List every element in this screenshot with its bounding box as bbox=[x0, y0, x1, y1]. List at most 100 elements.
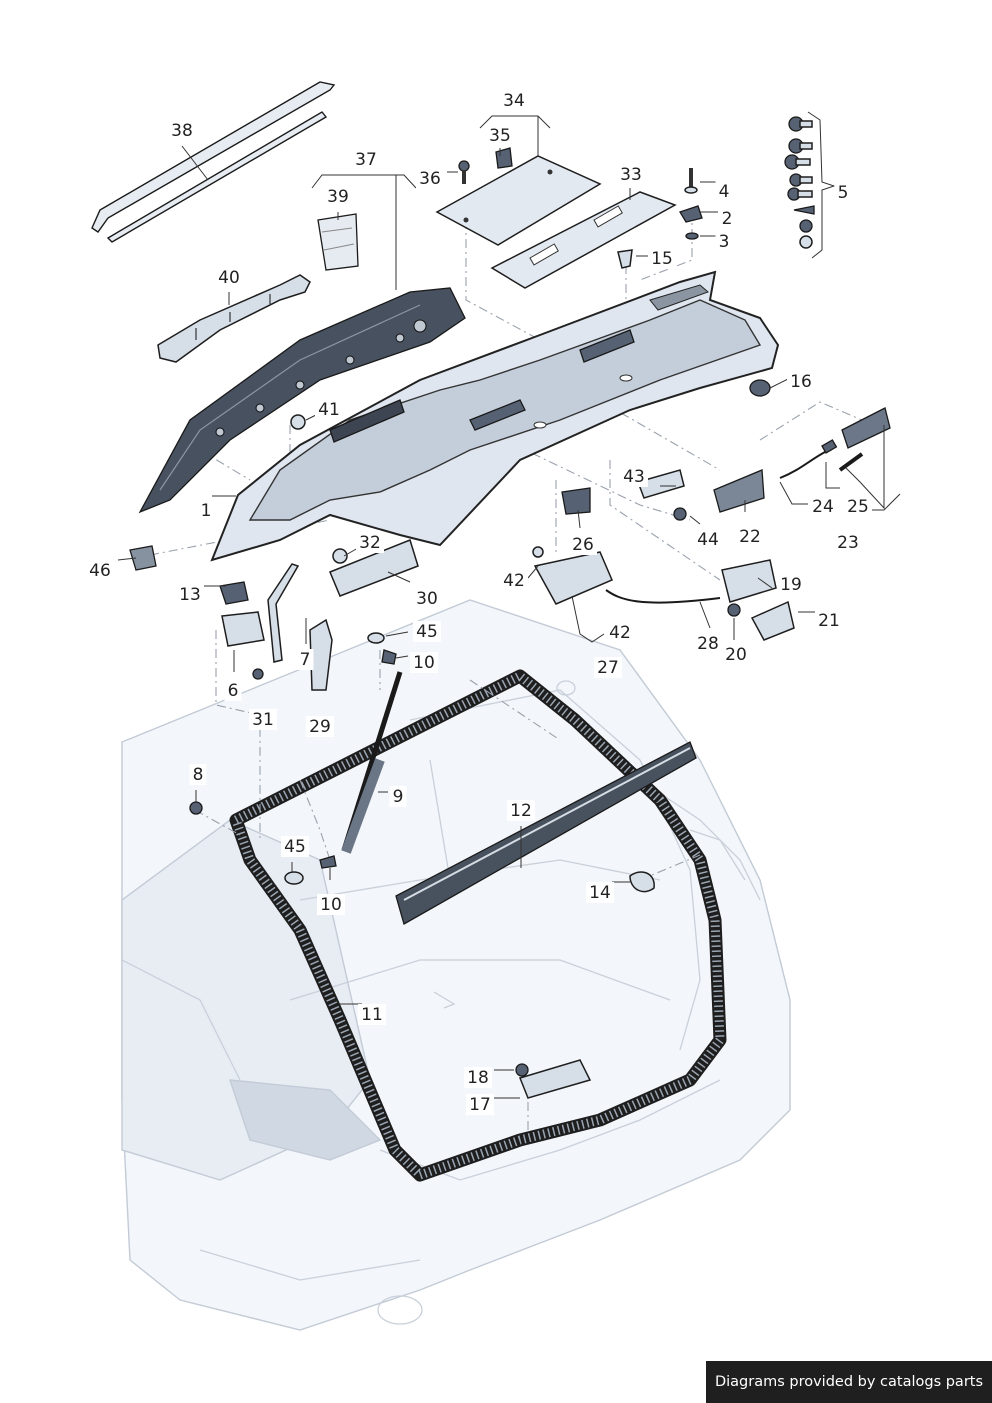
label-bg-p42a bbox=[500, 570, 528, 591]
part-label-p27: 27 bbox=[597, 658, 619, 678]
label-bg-p4 bbox=[715, 181, 733, 202]
strap-strut-strip bbox=[267, 563, 697, 1099]
label-bg-p12 bbox=[507, 800, 535, 821]
part-label-p46: 46 bbox=[89, 561, 111, 581]
label-bg-p28 bbox=[694, 633, 722, 654]
label-bg-p10b bbox=[317, 894, 345, 915]
part-label-p3: 3 bbox=[719, 232, 730, 252]
label-bg-p44 bbox=[694, 529, 722, 550]
part-label-p31: 31 bbox=[252, 710, 274, 730]
part-label-p14: 14 bbox=[589, 883, 611, 903]
label-bg-p30 bbox=[413, 588, 441, 609]
part-label-p1: 1 bbox=[201, 501, 212, 521]
label-bg-p43 bbox=[620, 466, 648, 487]
label-bg-p40 bbox=[215, 267, 243, 288]
label-bg-p15 bbox=[648, 248, 676, 269]
part-label-p38: 38 bbox=[171, 121, 193, 141]
part-label-p11: 11 bbox=[361, 1005, 383, 1025]
part-label-p39: 39 bbox=[327, 187, 349, 207]
label-bg-p38 bbox=[168, 120, 196, 141]
label-bg-p16 bbox=[787, 371, 815, 392]
part-label-p30: 30 bbox=[416, 589, 438, 609]
label-bg-p7 bbox=[296, 649, 314, 670]
trim-strips bbox=[91, 81, 336, 243]
label-bg-p24 bbox=[809, 496, 837, 517]
part-label-p33: 33 bbox=[620, 165, 642, 185]
label-bg-p17 bbox=[466, 1094, 494, 1115]
label-bg-p36 bbox=[416, 168, 444, 189]
part-label-p18: 18 bbox=[467, 1068, 489, 1088]
label-bg-p13 bbox=[176, 584, 204, 605]
label-bg-p3 bbox=[715, 231, 733, 252]
label-bg-p26 bbox=[569, 534, 597, 555]
label-bg-p21 bbox=[815, 610, 843, 631]
cover-panels bbox=[435, 155, 677, 289]
leader-lines bbox=[117, 111, 901, 1099]
part-label-p12: 12 bbox=[510, 801, 532, 821]
label-bg-p6 bbox=[224, 680, 242, 701]
label-bg-p20 bbox=[722, 644, 750, 665]
part-label-p28: 28 bbox=[697, 634, 719, 654]
label-bg-p32 bbox=[356, 532, 384, 553]
part-label-p42b: 42 bbox=[609, 623, 631, 643]
part-label-p32: 32 bbox=[359, 533, 381, 553]
label-bg-p45b bbox=[281, 836, 309, 857]
part-label-p19: 19 bbox=[780, 575, 802, 595]
part-label-p24: 24 bbox=[812, 497, 834, 517]
label-bg-p1 bbox=[197, 500, 215, 521]
label-bg-p34 bbox=[500, 90, 528, 111]
part-label-p9: 9 bbox=[393, 787, 404, 807]
part-label-p7: 7 bbox=[300, 650, 311, 670]
part-label-p2: 2 bbox=[722, 209, 733, 229]
part-label-p35: 35 bbox=[489, 126, 511, 146]
label-bg-p41 bbox=[315, 399, 343, 420]
label-bg-p2 bbox=[718, 208, 736, 229]
tailgate-inner-trim bbox=[138, 287, 466, 514]
parts-bag bbox=[317, 213, 359, 271]
label-bg-p14 bbox=[586, 882, 614, 903]
part-label-p45b: 45 bbox=[284, 837, 306, 857]
part-label-p41: 41 bbox=[318, 400, 340, 420]
label-bg-p10a bbox=[410, 652, 438, 673]
part-label-p16: 16 bbox=[790, 372, 812, 392]
label-bg-p37 bbox=[352, 149, 380, 170]
small-hardware bbox=[189, 147, 771, 885]
part-label-p13: 13 bbox=[179, 585, 201, 605]
tailgate-seal bbox=[229, 669, 727, 1182]
part-label-p40: 40 bbox=[218, 268, 240, 288]
screw-set bbox=[784, 116, 815, 249]
label-bg-p23 bbox=[834, 532, 862, 553]
part-label-p45a: 45 bbox=[416, 622, 438, 642]
part-label-p44: 44 bbox=[697, 530, 719, 550]
label-bg-p31 bbox=[249, 709, 277, 730]
tailgate-panel bbox=[210, 270, 780, 562]
part-label-p29: 29 bbox=[309, 717, 331, 737]
part-label-p8: 8 bbox=[193, 765, 204, 785]
label-bg-p29 bbox=[306, 716, 334, 737]
label-bg-p19 bbox=[777, 574, 805, 595]
part-label-p26: 26 bbox=[572, 535, 594, 555]
label-bg-p35 bbox=[486, 125, 514, 146]
part-label-p10a: 10 bbox=[413, 653, 435, 673]
part-label-p21: 21 bbox=[818, 611, 840, 631]
part-label-p6: 6 bbox=[228, 681, 239, 701]
part-label-p10b: 10 bbox=[320, 895, 342, 915]
part-label-p20: 20 bbox=[725, 645, 747, 665]
label-bg-p45a bbox=[413, 621, 441, 642]
label-bg-p33 bbox=[617, 164, 645, 185]
part-label-p36: 36 bbox=[419, 169, 441, 189]
label-bg-p11 bbox=[358, 1004, 386, 1025]
part-label-p5: 5 bbox=[838, 183, 849, 203]
part-label-p22: 22 bbox=[739, 527, 761, 547]
label-bg-p8 bbox=[189, 764, 207, 785]
label-bg-p42b bbox=[606, 622, 634, 643]
part-label-p43: 43 bbox=[623, 467, 645, 487]
part-label-p37: 37 bbox=[355, 150, 377, 170]
label-bg-p25 bbox=[844, 496, 872, 517]
label-bg-p18 bbox=[464, 1067, 492, 1088]
label-bg-p9 bbox=[389, 786, 407, 807]
footer-credit: Diagrams provided by catalogs parts bbox=[706, 1361, 992, 1403]
part-label-p17: 17 bbox=[469, 1095, 491, 1115]
